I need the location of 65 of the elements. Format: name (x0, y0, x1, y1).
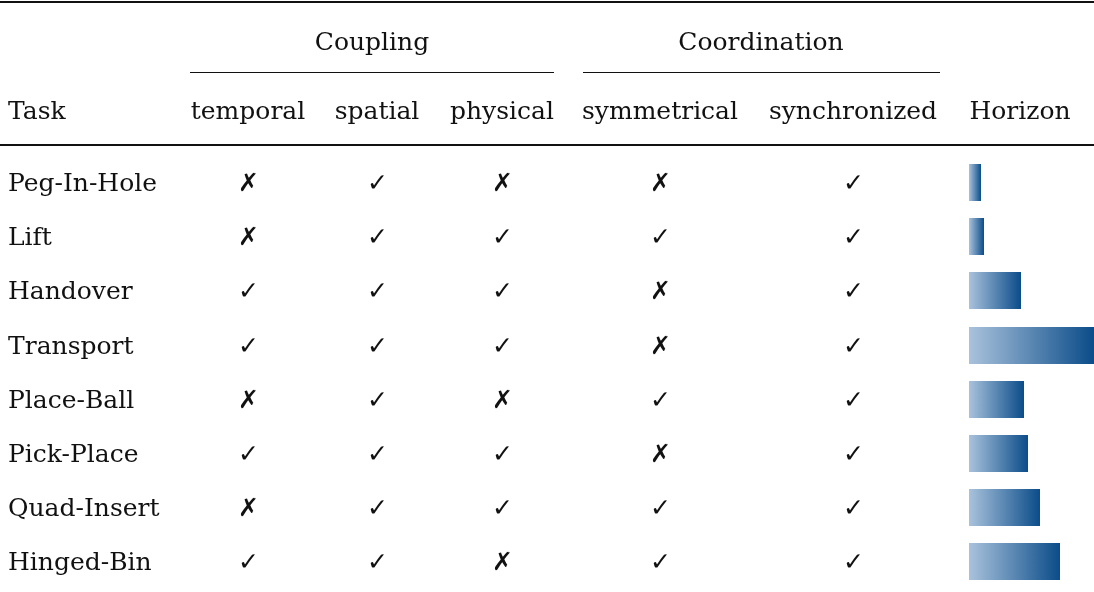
status-mark: ✓ (491, 438, 513, 470)
column-header: Task (8, 95, 66, 127)
status-mark: ✓ (366, 329, 388, 362)
column-header: temporal (190, 95, 306, 127)
horizon-bar (969, 164, 981, 201)
horizon-bar (969, 435, 1028, 472)
horizon-bar (969, 543, 1060, 581)
status-mark: ✓ (366, 275, 388, 308)
status-mark: ✓ (842, 546, 864, 579)
task-name: Place-Ball (8, 383, 135, 416)
task-name: Peg-In-Hole (8, 167, 157, 199)
column-header: synchronized (768, 95, 938, 127)
task-name: Pick-Place (8, 438, 139, 470)
horizon-bar (969, 272, 1021, 310)
status-mark: ✓ (842, 383, 864, 416)
status-mark: ✓ (649, 492, 671, 525)
status-mark: ✓ (649, 383, 671, 416)
status-mark: ✗ (491, 383, 513, 416)
status-mark: ✓ (491, 221, 513, 254)
status-mark: ✓ (366, 221, 388, 254)
status-mark: ✗ (491, 167, 513, 199)
column-header: Horizon (969, 95, 1071, 127)
status-mark: ✗ (237, 167, 259, 199)
horizon-bar (969, 326, 1094, 364)
status-mark: ✓ (237, 275, 259, 308)
status-mark: ✓ (842, 438, 864, 470)
group-header: Coupling (314, 26, 430, 58)
status-mark: ✓ (842, 329, 864, 362)
column-header: spatial (334, 95, 420, 127)
status-mark: ✓ (842, 167, 864, 199)
task-name: Handover (8, 275, 133, 308)
status-mark: ✗ (237, 383, 259, 416)
status-mark: ✓ (491, 492, 513, 525)
status-mark: ✗ (491, 546, 513, 579)
status-mark: ✓ (237, 546, 259, 579)
status-mark: ✗ (649, 275, 671, 308)
task-name: Transport (8, 329, 134, 362)
horizon-bar (969, 380, 1024, 418)
status-mark: ✗ (237, 492, 259, 525)
column-header: physical (450, 95, 554, 127)
status-mark: ✓ (237, 329, 259, 362)
status-mark: ✓ (366, 546, 388, 579)
column-header: symmetrical (581, 95, 739, 127)
status-mark: ✓ (366, 167, 388, 199)
task-name: Hinged-Bin (8, 546, 152, 579)
task-name: Lift (8, 221, 52, 254)
status-mark: ✓ (842, 221, 864, 254)
status-mark: ✗ (237, 221, 259, 254)
status-mark: ✓ (366, 383, 388, 416)
status-mark: ✓ (649, 546, 671, 579)
status-mark: ✓ (649, 221, 671, 254)
horizon-bar (969, 218, 984, 256)
status-mark: ✓ (237, 438, 259, 470)
status-mark: ✓ (842, 492, 864, 525)
status-mark: ✓ (366, 492, 388, 525)
status-mark: ✓ (366, 438, 388, 470)
horizon-bar (969, 489, 1040, 527)
status-mark: ✓ (491, 275, 513, 308)
status-mark: ✗ (649, 329, 671, 362)
status-mark: ✓ (491, 329, 513, 362)
status-mark: ✓ (842, 275, 864, 308)
status-mark: ✗ (649, 167, 671, 199)
group-header: Coordination (678, 26, 844, 58)
task-name: Quad-Insert (8, 492, 160, 525)
status-mark: ✗ (649, 438, 671, 470)
